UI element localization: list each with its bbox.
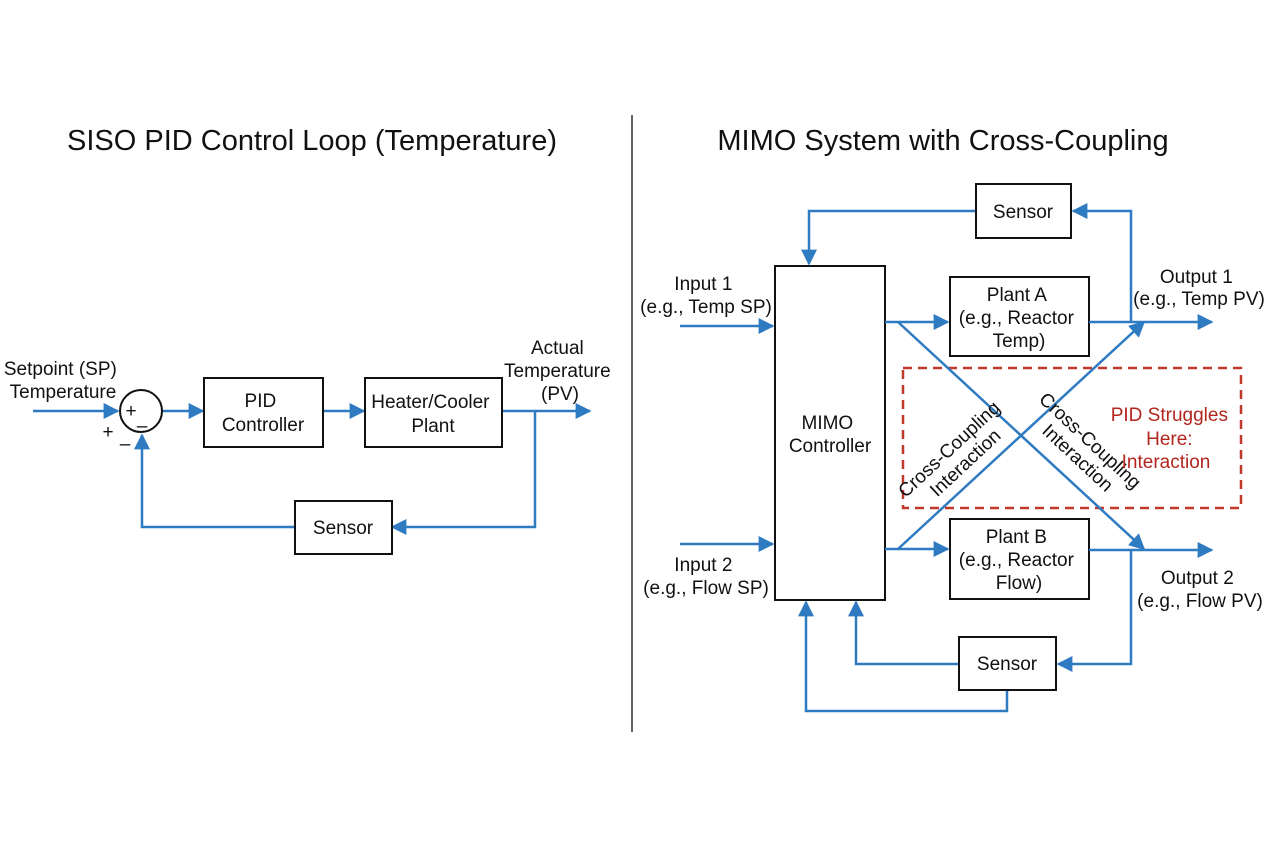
pid-controller-label: PID Controller <box>222 391 305 436</box>
sum-minus-sign: – <box>137 416 148 437</box>
wire-cross-coupling-up <box>897 320 1146 550</box>
input-plus-label: + <box>102 422 113 443</box>
bottom-sensor-label: Sensor <box>977 654 1038 675</box>
wire-sensor-to-sum <box>134 433 295 529</box>
heater-cooler-plant-label: Heater/Cooler Plant <box>371 392 495 437</box>
input2-label: Input 2 (e.g., Flow SP) <box>643 555 769 599</box>
siso-sensor-box <box>294 500 393 555</box>
interaction-region <box>901 366 1243 510</box>
top-sensor-box <box>975 183 1072 239</box>
plant-a-label: Plant A (e.g., Reactor Temp) <box>959 285 1079 352</box>
wire-top-sensor-to-controller <box>801 209 976 266</box>
plant-b-label: Plant B (e.g., Reactor Flow) <box>959 527 1079 594</box>
mimo-panel: MIMO System with Cross-Coupling Input 1 … <box>640 125 1264 713</box>
mimo-controller-box <box>774 265 886 601</box>
output2-label: Output 2 (e.g., Flow PV) <box>1137 568 1263 612</box>
input1-label: Input 1 (e.g., Temp SP) <box>640 274 772 318</box>
siso-panel: SISO PID Control Loop (Temperature) Setp… <box>4 125 616 555</box>
siso-sensor-label: Sensor <box>313 518 374 539</box>
siso-title: SISO PID Control Loop (Temperature) <box>67 125 557 157</box>
pid-struggles-note: PID Struggles Here: Interaction <box>1111 405 1234 473</box>
output1-label: Output 1 (e.g., Temp PV) <box>1133 267 1264 310</box>
wire-bottom-sensor-to-controller-right <box>848 600 959 666</box>
actual-temperature-label: Actual Temperature (PV) <box>504 338 616 405</box>
mimo-title: MIMO System with Cross-Coupling <box>717 125 1168 157</box>
top-sensor-label: Sensor <box>993 202 1054 223</box>
summing-junction <box>119 389 163 433</box>
mimo-controller-label: MIMO Controller <box>789 413 872 457</box>
bottom-sensor-box <box>958 636 1057 691</box>
wire-output-to-sensor <box>390 411 537 535</box>
plant-b-box <box>949 518 1090 600</box>
pid-controller-box <box>203 377 324 448</box>
sum-plus-sign: + <box>125 401 136 422</box>
wire-output2-to-bottom-sensor <box>1056 550 1133 672</box>
feedback-minus-label: – <box>120 434 131 455</box>
heater-cooler-plant-box <box>364 377 503 448</box>
cross-coupling-label-left: Cross-Coupling Interaction <box>895 394 1023 518</box>
plant-a-box <box>949 276 1090 357</box>
setpoint-label: Setpoint (SP) Temperature <box>4 359 122 403</box>
wire-bottom-sensor-to-controller-left <box>798 600 1009 713</box>
wire-output1-to-top-sensor <box>1071 203 1133 322</box>
